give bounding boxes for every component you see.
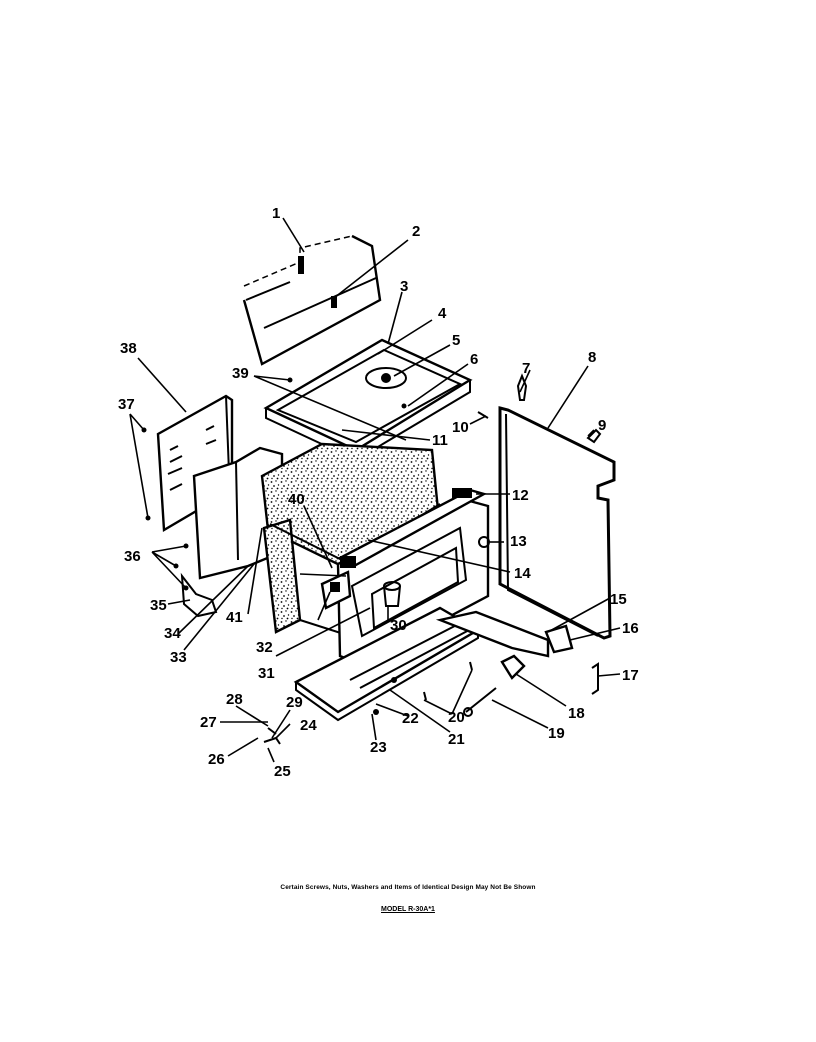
callout-12: 12 xyxy=(512,487,529,504)
callout-32: 32 xyxy=(256,639,273,656)
disclaimer-note: Certain Screws, Nuts, Washers and Items … xyxy=(280,884,536,891)
callout-35: 35 xyxy=(150,597,167,614)
callout-25: 25 xyxy=(274,763,291,780)
callout-6: 6 xyxy=(470,351,478,368)
callout-5: 5 xyxy=(452,332,460,349)
callout-23: 23 xyxy=(370,739,387,756)
callout-36: 36 xyxy=(124,548,141,565)
callout-labels: 1 2 3 4 5 6 7 8 9 10 11 12 13 14 15 16 1… xyxy=(118,205,639,780)
callout-29: 29 xyxy=(286,694,303,711)
callout-37: 37 xyxy=(118,396,135,413)
callout-14: 14 xyxy=(514,565,531,582)
callout-1: 1 xyxy=(272,205,280,222)
callout-22: 22 xyxy=(402,710,419,727)
callout-8: 8 xyxy=(588,349,596,366)
callout-33: 33 xyxy=(170,649,187,666)
callout-4: 4 xyxy=(438,305,447,322)
callout-20: 20 xyxy=(448,709,465,726)
bottom-rail xyxy=(435,610,574,658)
callout-30: 30 xyxy=(390,617,407,634)
callout-7: 7 xyxy=(522,360,530,377)
top-flue-panel xyxy=(242,234,382,366)
callout-11: 11 xyxy=(432,432,448,449)
callout-16: 16 xyxy=(622,620,639,637)
right-side-panel xyxy=(498,406,616,640)
callout-27: 27 xyxy=(200,714,217,731)
callout-28: 28 xyxy=(226,691,243,708)
callout-31: 31 xyxy=(258,665,275,682)
callout-26: 26 xyxy=(208,751,225,768)
callout-18: 18 xyxy=(568,705,585,722)
model-number: MODEL R-30A*1 xyxy=(0,906,816,913)
callout-21: 21 xyxy=(448,731,465,748)
callout-2: 2 xyxy=(412,223,420,240)
callout-19: 19 xyxy=(548,725,565,742)
callout-10: 10 xyxy=(452,419,469,436)
callout-38: 38 xyxy=(120,340,137,357)
oven-burner-tube xyxy=(383,581,401,607)
callout-40: 40 xyxy=(288,491,305,508)
callout-41: 41 xyxy=(226,609,243,626)
callout-15: 15 xyxy=(610,591,627,608)
callout-17: 17 xyxy=(622,667,639,684)
callout-39: 39 xyxy=(232,365,249,382)
callout-34: 34 xyxy=(164,625,181,642)
callout-24: 24 xyxy=(300,717,317,734)
oven-front-frame xyxy=(336,488,490,666)
callout-3: 3 xyxy=(400,278,408,295)
model-number-text: MODEL R-30A*1 xyxy=(381,906,435,913)
callout-13: 13 xyxy=(510,533,527,550)
callout-9: 9 xyxy=(598,417,606,434)
leader-lines xyxy=(129,217,621,763)
